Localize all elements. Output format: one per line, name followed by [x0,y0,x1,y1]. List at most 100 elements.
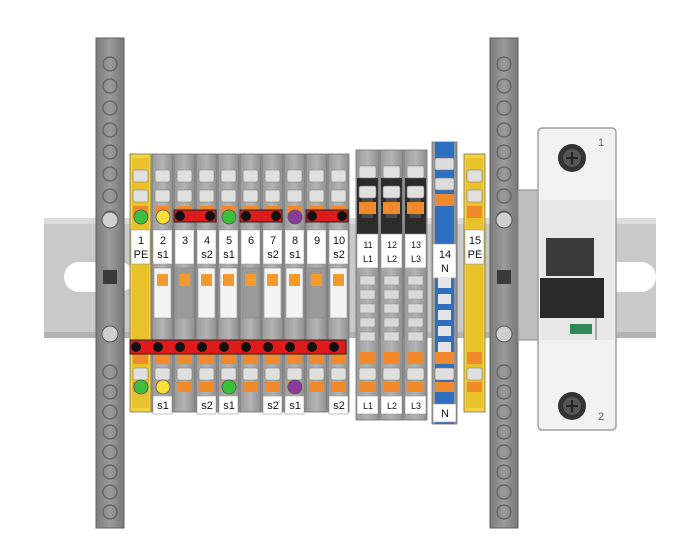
terminal-label: s1 [223,249,235,261]
spring-release-lever[interactable] [466,367,483,381]
orange-lever[interactable] [221,352,236,364]
orange-lever[interactable] [155,352,170,364]
spring-release-lever[interactable] [132,189,149,203]
spring-release-lever[interactable] [132,169,149,183]
spring-release-lever[interactable] [132,367,149,381]
terminal-label: s2 [267,249,279,261]
terminal-number: 12 [387,240,397,250]
spring-release-lever[interactable] [434,367,455,381]
spring-release-lever[interactable] [176,367,193,381]
spring-release-lever[interactable] [286,169,303,183]
spring-release-lever[interactable] [406,185,425,199]
terminal-bottom-label: s1 [289,400,301,412]
breaker-top-terminal-label: 1 [598,137,604,149]
spring-release-lever[interactable] [358,367,377,381]
spring-release-lever[interactable] [264,189,281,203]
orange-lever[interactable] [133,352,148,364]
terminal-number: 11 [363,240,372,250]
spring-release-lever[interactable] [330,189,347,203]
orange-lever[interactable] [331,352,346,364]
orange-lever[interactable] [383,352,400,364]
marker-dot-icon [221,379,237,395]
spring-release-lever[interactable] [198,189,215,203]
terminal-number: 7 [270,235,276,247]
spring-release-lever[interactable] [154,169,171,183]
spring-release-lever[interactable] [330,169,347,183]
terminal-label: N [441,263,449,275]
spring-release-lever[interactable] [286,367,303,381]
orange-lever[interactable] [287,352,302,364]
spring-release-lever[interactable] [466,189,483,203]
terminal-number: 10 [333,235,345,247]
terminal-number: 1 [138,235,144,247]
spring-release-lever[interactable] [264,367,281,381]
spring-release-lever[interactable] [330,367,347,381]
orange-lever[interactable] [435,194,454,206]
spring-release-lever[interactable] [264,169,281,183]
orange-lever[interactable] [407,352,424,364]
spring-release-lever[interactable] [242,189,259,203]
spring-release-lever[interactable] [286,189,303,203]
orange-lever[interactable] [199,352,214,364]
bracket-screw-icon [101,325,119,343]
terminal-number: 4 [204,235,210,247]
spring-release-lever[interactable] [176,169,193,183]
spring-release-lever[interactable] [358,185,377,199]
spring-release-lever[interactable] [382,165,401,179]
orange-lever[interactable] [265,352,280,364]
orange-lever[interactable] [359,202,376,214]
terminal-number: 9 [314,235,320,247]
spring-release-lever[interactable] [434,177,455,191]
bridge-bar[interactable] [305,209,349,223]
spring-release-lever[interactable] [220,169,237,183]
terminal-bottom-label: N [441,408,449,420]
spring-release-lever[interactable] [220,189,237,203]
terminal-3: 3 [173,153,196,413]
marker-dot-icon [287,209,303,225]
spring-release-lever[interactable] [308,367,325,381]
spring-release-lever[interactable] [176,189,193,203]
orange-lever[interactable] [359,352,376,364]
marker-dot-icon [221,209,237,225]
bridge-bar[interactable] [173,209,217,223]
spring-release-lever[interactable] [358,165,377,179]
marker-dot-icon [287,379,303,395]
orange-lever[interactable] [435,352,454,364]
spring-release-lever[interactable] [198,169,215,183]
spring-release-lever[interactable] [434,157,455,171]
orange-lever[interactable] [407,202,424,214]
bracket-screw-icon [495,325,513,343]
end-bracket-right [489,37,519,529]
spring-release-lever[interactable] [308,189,325,203]
terminal-number: 5 [226,235,232,247]
orange-lever[interactable] [243,352,258,364]
spring-release-lever[interactable] [154,367,171,381]
spring-release-lever[interactable] [198,367,215,381]
terminal-label: L2 [387,254,397,264]
spring-release-lever[interactable] [308,169,325,183]
bridge-bar[interactable] [239,209,283,223]
spring-release-lever[interactable] [406,367,425,381]
orange-lever[interactable] [177,352,192,364]
orange-lever[interactable] [467,352,482,364]
spring-release-lever[interactable] [382,367,401,381]
breaker-bottom-terminal-label: 2 [598,411,604,423]
spring-release-lever[interactable] [382,185,401,199]
orange-lever[interactable] [309,352,324,364]
spring-release-lever[interactable] [466,169,483,183]
spring-release-lever[interactable] [154,189,171,203]
spring-release-lever[interactable] [406,165,425,179]
terminal-9: 9 [305,153,328,413]
spring-release-lever[interactable] [220,367,237,381]
orange-lever[interactable] [383,202,400,214]
spring-release-lever[interactable] [242,169,259,183]
orange-lever[interactable] [467,206,482,218]
terminal-number: 2 [160,235,166,247]
spring-release-lever[interactable] [242,367,259,381]
terminal-number: 3 [182,235,188,247]
